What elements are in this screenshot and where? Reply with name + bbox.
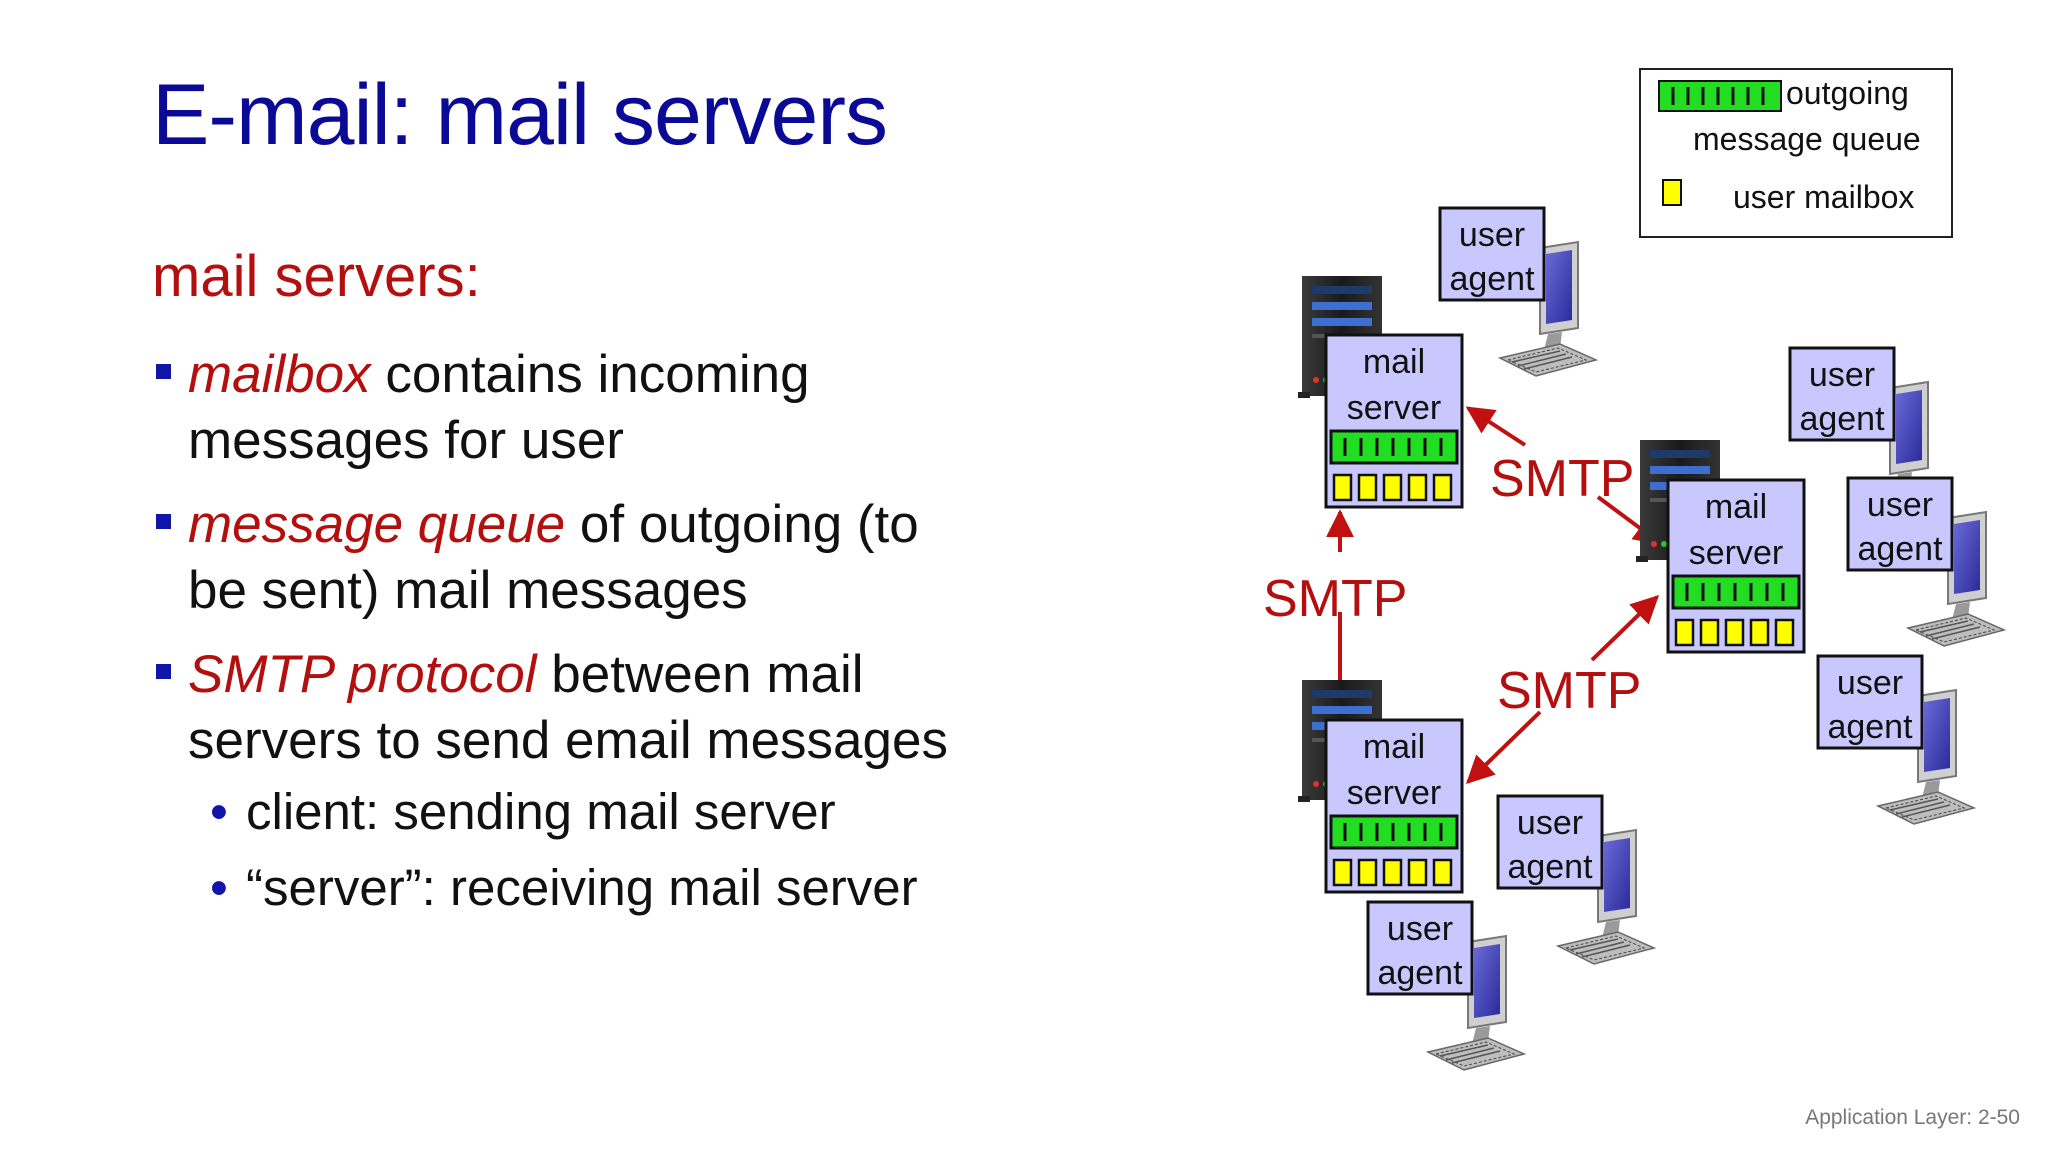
legend: outgoing message queue user mailbox — [1639, 68, 1953, 238]
sub-bullet-server: • “server”: receiving mail server — [152, 850, 1022, 926]
smtp-label-top: SMTP — [1490, 450, 1634, 508]
user-agent-label-line2: agent — [1377, 954, 1463, 992]
bullet-smtp-protocol: SMTP protocol between mail servers to se… — [152, 642, 1022, 774]
user-mailboxes-icon — [1674, 618, 1795, 647]
bullet-text: contains incoming — [370, 345, 810, 404]
arrow-to-bottom-server — [1465, 710, 1542, 784]
slide-title: E-mail: mail servers — [152, 67, 888, 163]
bullet-text-continued: be sent) mail messages — [188, 561, 748, 620]
bullet-list: mailbox contains incoming messages for u… — [152, 342, 1022, 926]
smtp-label-left: SMTP — [1263, 570, 1407, 628]
user-agent-right-3: user agent — [1816, 654, 1975, 825]
bullet-message-queue: message queue of outgoing (to be sent) m… — [152, 492, 1022, 624]
square-bullet-icon — [156, 664, 171, 679]
bullet-term: SMTP protocol — [188, 645, 537, 704]
sub-bullet-client: • client: sending mail server — [152, 774, 1022, 850]
user-agent-right-1: user agent — [1788, 346, 1947, 517]
round-bullet-icon: • — [210, 783, 228, 840]
user-mailboxes-icon — [1332, 858, 1453, 887]
user-agent-bottom-2: user agent — [1366, 900, 1525, 1071]
user-agent-label-line2: agent — [1827, 708, 1913, 746]
mail-server-label-line1: mail — [1363, 343, 1425, 381]
bullet-term: message queue — [188, 495, 566, 554]
arrow-to-top-server — [1465, 406, 1527, 447]
section-subheading: mail servers: — [152, 244, 481, 309]
mail-server-right: mail server — [1636, 440, 1806, 654]
round-bullet-icon: • — [210, 859, 228, 916]
mail-server-label-line2: server — [1347, 389, 1441, 427]
mail-server-bottom: mail server — [1298, 680, 1464, 894]
square-bullet-icon — [156, 514, 171, 529]
message-queue-swatch-icon — [1658, 80, 1782, 112]
user-agent-label-line2: agent — [1857, 530, 1943, 568]
user-agent-label-line2: agent — [1507, 848, 1593, 886]
mail-server-label-line2: server — [1347, 774, 1441, 812]
bullet-text: between mail — [536, 645, 864, 704]
mail-server-top: mail server — [1298, 276, 1464, 509]
mail-server-label-line2: server — [1689, 534, 1783, 572]
mail-server-label-line1: mail — [1363, 728, 1425, 766]
user-agent-bottom-1: user agent — [1496, 794, 1655, 965]
bullet-text-continued: servers to send email messages — [188, 711, 948, 770]
sub-bullet-text: “server”: receiving mail server — [246, 859, 918, 916]
legend-user-mailbox-label: user mailbox — [1733, 179, 1914, 215]
user-agent-label-line2: agent — [1799, 400, 1885, 438]
user-agent-right-2: user agent — [1846, 476, 2005, 647]
user-mailbox-swatch-icon — [1662, 179, 1682, 206]
bullet-text-continued: messages for user — [188, 411, 624, 470]
user-agent-label-line1: user — [1387, 910, 1453, 948]
mail-server-label-line1: mail — [1705, 488, 1767, 526]
bullet-mailbox: mailbox contains incoming messages for u… — [152, 342, 1022, 474]
bullet-text: of outgoing (to — [565, 495, 919, 554]
user-agent-label-line1: user — [1517, 804, 1583, 842]
sub-bullet-text: client: sending mail server — [246, 783, 836, 840]
user-mailboxes-icon — [1332, 473, 1453, 502]
user-agent-label-line2: agent — [1449, 260, 1535, 298]
message-queue-icon — [1671, 574, 1801, 610]
user-agent-top: user agent — [1438, 206, 1597, 377]
user-agent-label-line1: user — [1459, 216, 1525, 254]
legend-message-queue-label: message queue — [1693, 121, 1921, 157]
square-bullet-icon — [156, 364, 171, 379]
message-queue-icon — [1329, 814, 1459, 850]
message-queue-icon — [1329, 429, 1459, 465]
slide-footer: Application Layer: 2-50 — [1805, 1106, 2020, 1129]
legend-outgoing-label: outgoing — [1786, 75, 1909, 111]
arrow-to-right-server-lower — [1590, 595, 1660, 662]
smtp-label-bottom: SMTP — [1497, 662, 1641, 720]
user-agent-label-line1: user — [1867, 486, 1933, 524]
user-agent-label-line1: user — [1837, 664, 1903, 702]
user-agent-label-line1: user — [1809, 356, 1875, 394]
bullet-term: mailbox — [188, 345, 371, 404]
